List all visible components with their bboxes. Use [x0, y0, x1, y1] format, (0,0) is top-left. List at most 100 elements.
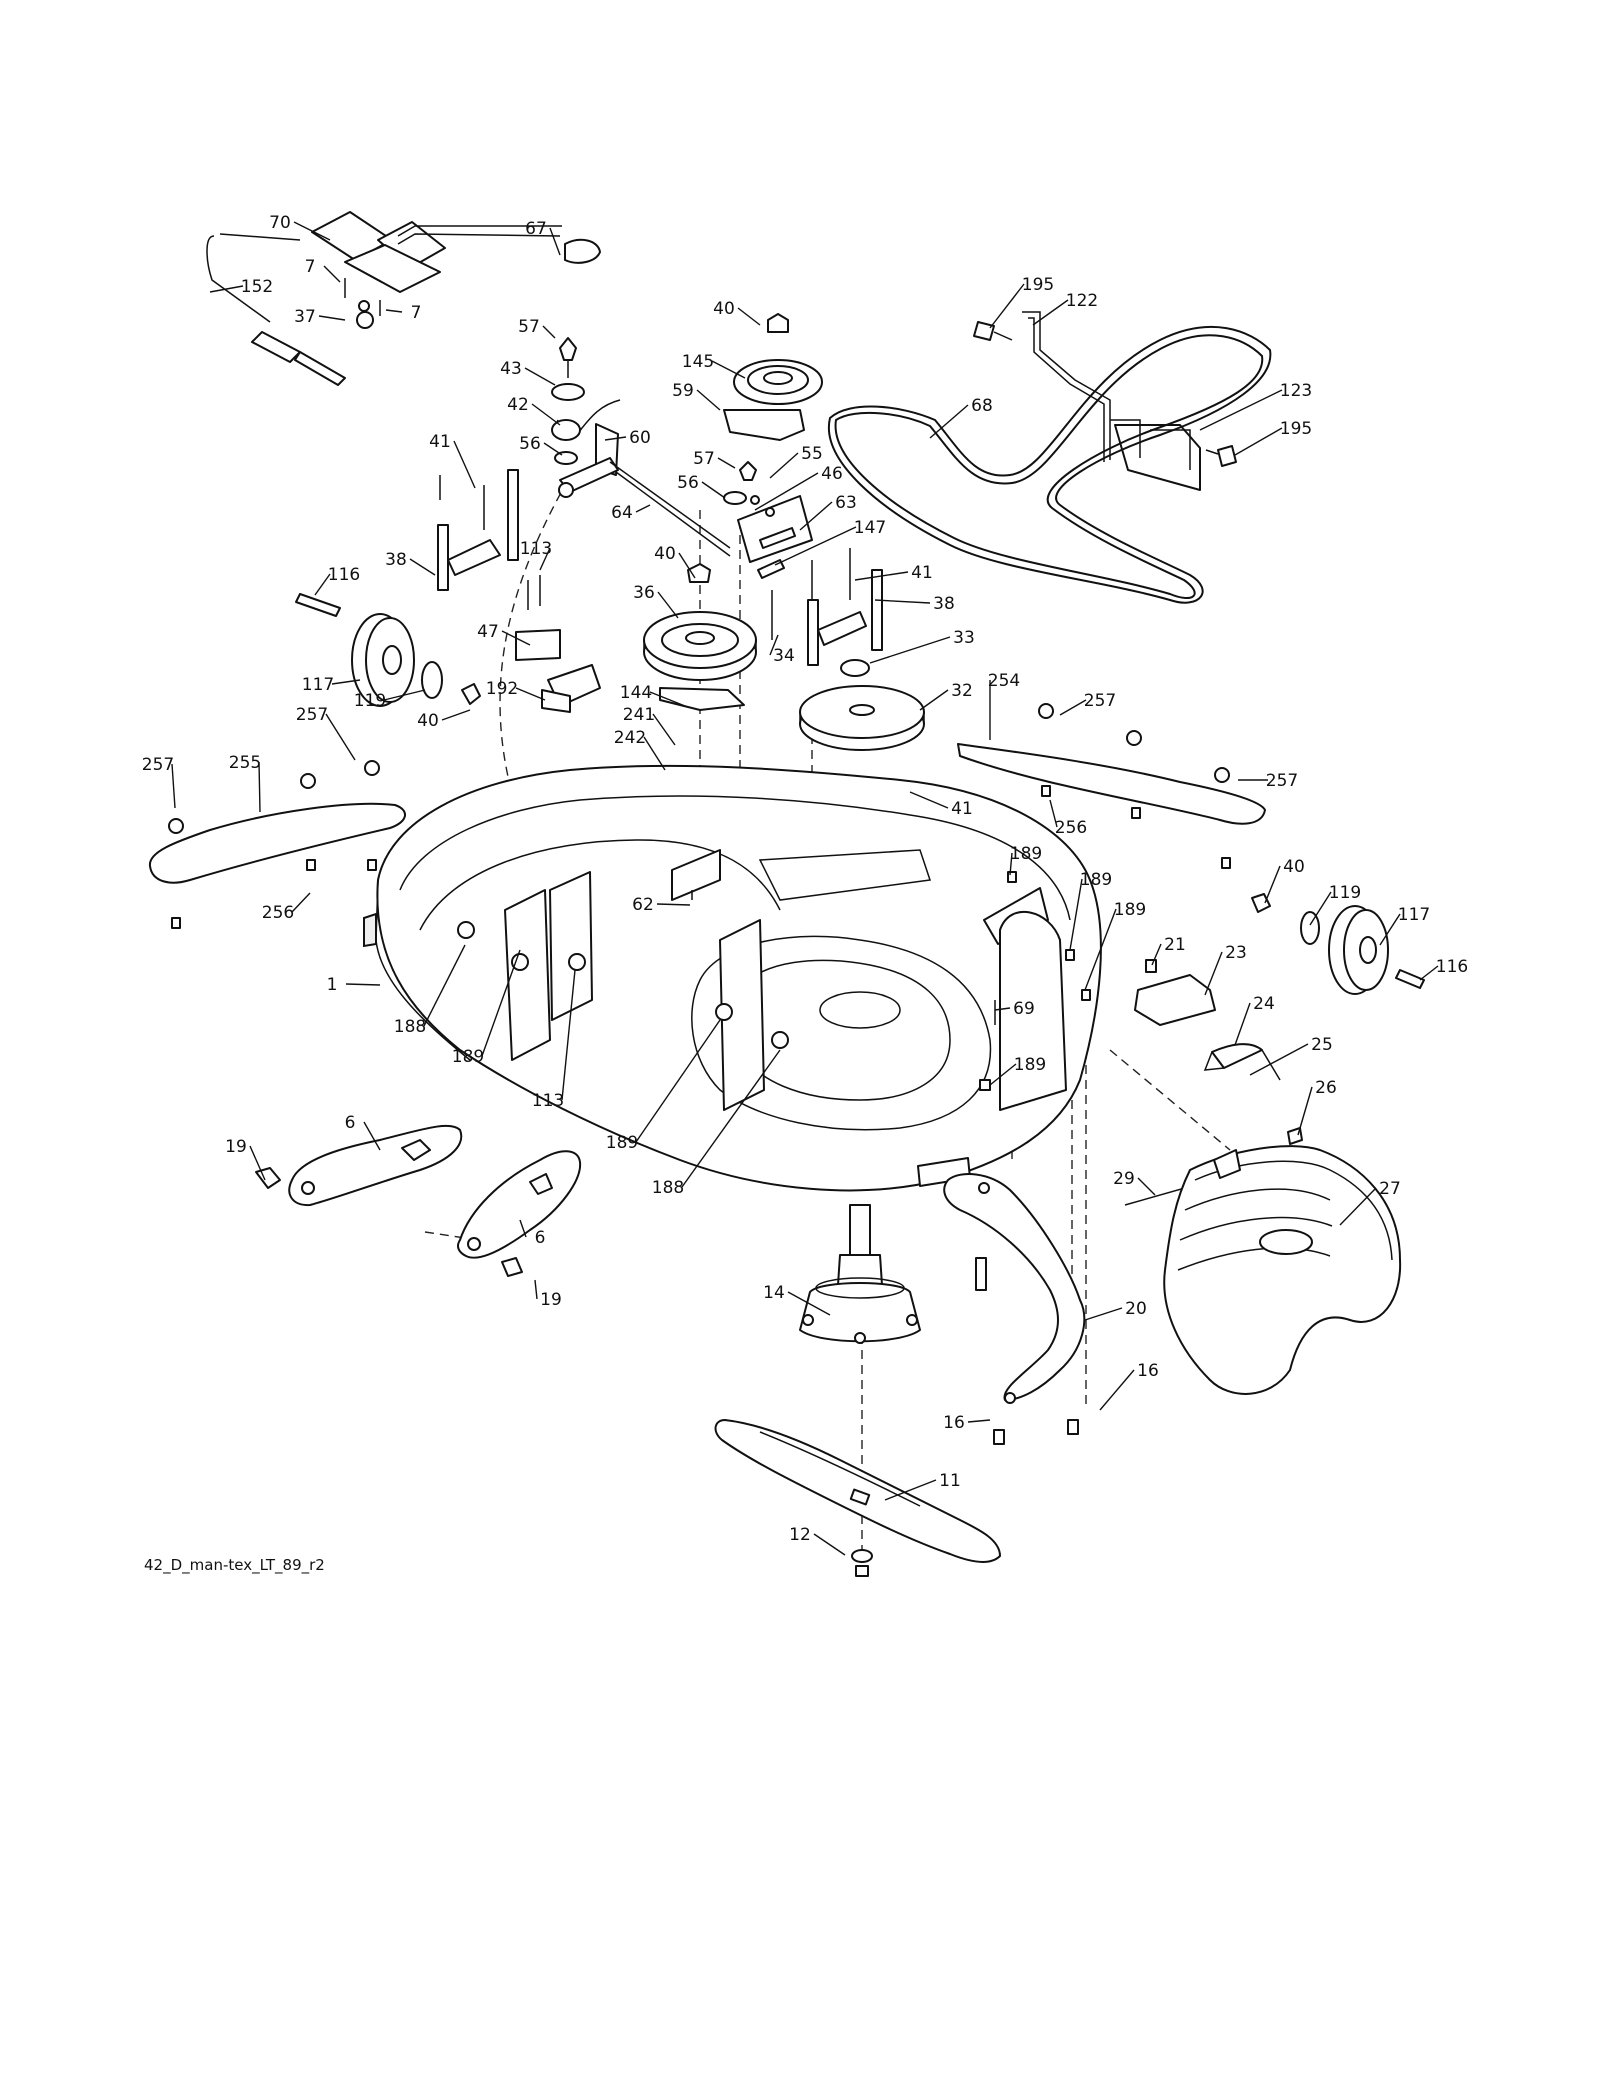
callout-label-195: 195 — [1022, 275, 1054, 295]
leader-line-59 — [696, 389, 721, 411]
leader-line-189 — [1009, 852, 1013, 876]
callout-label-32: 32 — [951, 681, 973, 701]
leader-line-27 — [1339, 1187, 1377, 1226]
callout-label-40: 40 — [713, 299, 735, 319]
leader-line-36 — [657, 591, 679, 619]
leader-line-19 — [534, 1279, 538, 1300]
callout-label-122: 122 — [1066, 291, 1098, 311]
leader-line-68 — [929, 404, 969, 439]
engagement-lever-assembly — [206, 211, 601, 386]
leader-line-117 — [1379, 913, 1401, 946]
callout-label-19: 19 — [540, 1290, 562, 1310]
leader-line-40 — [678, 552, 696, 579]
callout-label-38: 38 — [933, 594, 955, 614]
callout-label-119: 119 — [354, 691, 386, 711]
callout-label-41: 41 — [429, 432, 451, 452]
leader-line-62 — [656, 903, 691, 906]
deck-baffle — [943, 1173, 1086, 1445]
belt-keeper-rod — [973, 311, 1237, 491]
leader-line-41 — [909, 791, 949, 809]
callout-label-24: 24 — [1253, 994, 1275, 1014]
callout-label-189: 189 — [452, 1047, 484, 1067]
callout-label-19: 19 — [225, 1137, 247, 1157]
callout-label-254: 254 — [988, 671, 1020, 691]
callout-label-14: 14 — [763, 1283, 785, 1303]
small-brackets — [515, 575, 601, 713]
leader-line-119 — [383, 689, 426, 701]
callout-label-1: 1 — [327, 975, 338, 995]
leader-line-189 — [481, 949, 521, 1057]
callout-label-38: 38 — [385, 550, 407, 570]
callout-label-29: 29 — [1113, 1169, 1135, 1189]
leader-line-257 — [171, 763, 176, 809]
callout-label-33: 33 — [953, 628, 975, 648]
support-brackets-38 — [437, 469, 883, 666]
leader-line-256 — [1049, 799, 1058, 828]
leader-line-41 — [854, 571, 909, 581]
discharge-chute — [1163, 1145, 1402, 1395]
callout-leader-lines — [171, 221, 1439, 1556]
leader-line-38 — [874, 599, 931, 604]
callout-label-16: 16 — [943, 1413, 965, 1433]
callout-label-113: 113 — [520, 539, 552, 559]
callout-label-6: 6 — [345, 1113, 356, 1133]
callout-label-57: 57 — [518, 317, 540, 337]
callout-label-40: 40 — [417, 711, 439, 731]
leader-line-57 — [542, 325, 556, 339]
leader-line-152 — [209, 285, 244, 293]
leader-line-38 — [409, 558, 436, 576]
idler-pulley-assembly — [723, 313, 823, 579]
callout-label-56: 56 — [519, 434, 541, 454]
callout-label-188: 188 — [652, 1178, 684, 1198]
leader-line-12 — [813, 1533, 846, 1556]
callout-label-64: 64 — [611, 503, 633, 523]
deck-mount-bracket-rear — [457, 1150, 582, 1277]
callout-label-37: 37 — [294, 307, 316, 327]
callout-label-27: 27 — [1379, 1179, 1401, 1199]
callout-label-41: 41 — [911, 563, 933, 583]
callout-label-67: 67 — [525, 219, 547, 239]
leader-line-41 — [453, 440, 476, 489]
callout-label-26: 26 — [1315, 1078, 1337, 1098]
leader-line-47 — [501, 630, 531, 646]
leader-line-123 — [1199, 389, 1283, 431]
callout-label-7: 7 — [411, 303, 422, 323]
leader-line-57 — [717, 457, 736, 469]
callout-label-55: 55 — [801, 444, 823, 464]
callout-label-42: 42 — [507, 395, 529, 415]
callout-label-57: 57 — [693, 449, 715, 469]
callout-label-56: 56 — [677, 473, 699, 493]
callout-label-189: 189 — [1014, 1055, 1046, 1075]
leader-line-192 — [515, 687, 546, 701]
leader-line-189 — [635, 1019, 721, 1143]
callout-label-47: 47 — [477, 622, 499, 642]
leader-line-19 — [249, 1145, 266, 1181]
callout-label-144: 144 — [620, 683, 652, 703]
leader-line-16 — [1099, 1369, 1135, 1411]
leader-line-26 — [1297, 1086, 1313, 1136]
callout-label-257: 257 — [142, 755, 174, 775]
leader-line-242 — [643, 736, 666, 771]
gauge-wheel-right — [1251, 893, 1425, 995]
leader-line-6 — [519, 1219, 527, 1238]
callout-label-23: 23 — [1225, 943, 1247, 963]
leader-line-14 — [787, 1291, 831, 1316]
leader-line-144 — [649, 691, 686, 707]
leader-line-113 — [561, 969, 576, 1101]
callout-label-152: 152 — [241, 277, 273, 297]
spindle-pulleys — [643, 563, 925, 751]
leader-line-63 — [799, 501, 833, 531]
callout-label-60: 60 — [629, 428, 651, 448]
leader-line-69 — [994, 1007, 1011, 1011]
callout-label-117: 117 — [302, 675, 334, 695]
leader-line-32 — [919, 689, 949, 711]
diagram-id-caption: 42_D_man-tex_LT_89_r2 — [144, 1556, 325, 1575]
stabilizer-bracket-left — [148, 760, 406, 929]
leader-line-56 — [701, 481, 726, 499]
callout-label-189: 189 — [1114, 900, 1146, 920]
callout-label-36: 36 — [633, 583, 655, 603]
callout-label-70: 70 — [269, 213, 291, 233]
callout-label-147: 147 — [854, 518, 886, 538]
